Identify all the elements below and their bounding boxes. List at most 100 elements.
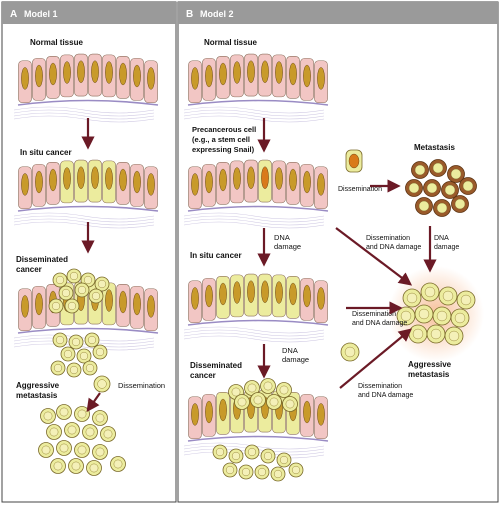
cell-nucleus <box>43 411 53 421</box>
cell-nucleus <box>63 61 71 84</box>
cell-nucleus <box>35 292 43 316</box>
basement-membrane <box>187 99 329 106</box>
cell-nucleus <box>35 170 43 194</box>
b-precancerous-label-1: Precancerous cell <box>192 125 256 134</box>
stroma-line <box>13 115 155 123</box>
cell-nucleus <box>85 363 95 373</box>
cell-nucleus <box>273 469 283 479</box>
a-disseminated-label-2: cancer <box>16 265 42 274</box>
cell-nucleus <box>191 403 199 426</box>
cell-nucleus <box>285 399 295 409</box>
cell-nucleus <box>247 383 257 393</box>
panel-a-letter: A <box>10 9 17 20</box>
cell-nucleus <box>91 291 101 301</box>
cell-nucleus <box>91 60 99 83</box>
basement-membrane <box>17 327 159 334</box>
stroma-line <box>13 340 155 348</box>
cell-nucleus <box>71 461 81 471</box>
b-diss-dna-1b: and DNA damage <box>366 244 421 251</box>
stroma-line <box>183 215 325 223</box>
cell-nucleus <box>21 295 29 318</box>
cell-nucleus <box>303 284 311 308</box>
cell-nucleus <box>317 287 325 310</box>
b-single-disseminated-cell <box>340 342 360 362</box>
cell-nucleus <box>191 173 199 196</box>
cell-nucleus <box>21 173 29 196</box>
tissue-layers <box>13 53 329 459</box>
cell-nucleus <box>105 167 113 190</box>
stroma-line <box>183 109 325 117</box>
panel-b-title: Model 2 <box>200 9 234 19</box>
b-precancerous-label-3: expressing Snail) <box>192 145 255 154</box>
cell-nucleus <box>147 67 155 90</box>
stroma-line <box>13 218 155 226</box>
cell-nucleus <box>233 61 241 84</box>
basement-membrane <box>17 99 159 106</box>
cell-nucleus <box>219 398 227 422</box>
stroma-line <box>183 329 325 337</box>
a-dissemination-label: Dissemination <box>118 381 165 390</box>
cell-nucleus <box>317 67 325 90</box>
cell-nucleus <box>55 275 65 285</box>
cell-nucleus <box>119 168 127 192</box>
b-aggressive-label-2: metastasis <box>408 370 450 379</box>
basement-membrane <box>187 435 329 442</box>
b-dna-damage-2b: damage <box>282 355 309 364</box>
cell-nucleus <box>303 170 311 194</box>
cell-nucleus <box>462 180 474 192</box>
b-in-situ-tissue <box>183 273 329 343</box>
cell-nucleus <box>67 301 77 311</box>
cell-nucleus <box>105 61 113 84</box>
cell-nucleus <box>95 413 105 423</box>
stroma-line <box>183 218 325 226</box>
cell-nucleus <box>289 62 297 86</box>
stroma-line <box>13 343 155 351</box>
stroma-line <box>13 334 155 342</box>
cell-nucleus <box>91 166 99 189</box>
cell-nucleus <box>49 62 57 86</box>
cell-nucleus <box>205 170 213 194</box>
cell-nucleus <box>418 308 430 320</box>
panel-a-title: Model 1 <box>24 9 58 19</box>
stroma-line <box>183 335 325 343</box>
stroma-line <box>13 109 155 117</box>
a-single-disseminating-cell <box>93 375 111 393</box>
cell-nucleus <box>105 289 113 312</box>
cell-nucleus <box>348 153 360 169</box>
cell-nucleus <box>225 465 235 475</box>
cell-nucleus <box>89 463 99 473</box>
cell-nucleus <box>233 167 241 190</box>
b-dna-right-b: damage <box>434 244 459 251</box>
cell-nucleus <box>77 285 87 295</box>
a-aggressive-label-2: metastasis <box>16 391 58 400</box>
cell-nucleus <box>430 328 442 340</box>
b-dna-damage-1a: DNA <box>274 233 290 242</box>
stroma-line <box>183 115 325 123</box>
a-disseminated-cells <box>50 332 108 378</box>
cell-nucleus <box>241 467 251 477</box>
cell-nucleus <box>97 379 107 389</box>
cell-nucleus <box>79 351 89 361</box>
cell-nucleus <box>133 292 141 316</box>
cell-nucleus <box>35 64 43 88</box>
stroma-line <box>13 212 155 220</box>
cell-nucleus <box>55 335 65 345</box>
b-normal-tissue-label: Normal tissue <box>204 38 257 47</box>
cell-nucleus <box>59 407 69 417</box>
cell-nucleus <box>205 400 213 424</box>
cell-nucleus <box>454 312 466 324</box>
cell-nucleus <box>83 275 93 285</box>
stroma-line <box>183 332 325 340</box>
b-in-situ-label: In situ cancer <box>190 251 242 260</box>
b-disseminated-label-1: Disseminated <box>190 361 242 370</box>
cell-nucleus <box>77 445 87 455</box>
cell-nucleus <box>41 445 51 455</box>
cell-nucleus <box>432 162 444 174</box>
cell-nucleus <box>147 173 155 196</box>
cell-nucleus <box>219 282 227 306</box>
cell-nucleus <box>85 427 95 437</box>
cell-nucleus <box>133 64 141 88</box>
cell-nucleus <box>317 403 325 426</box>
cell-nucleus <box>275 61 283 84</box>
